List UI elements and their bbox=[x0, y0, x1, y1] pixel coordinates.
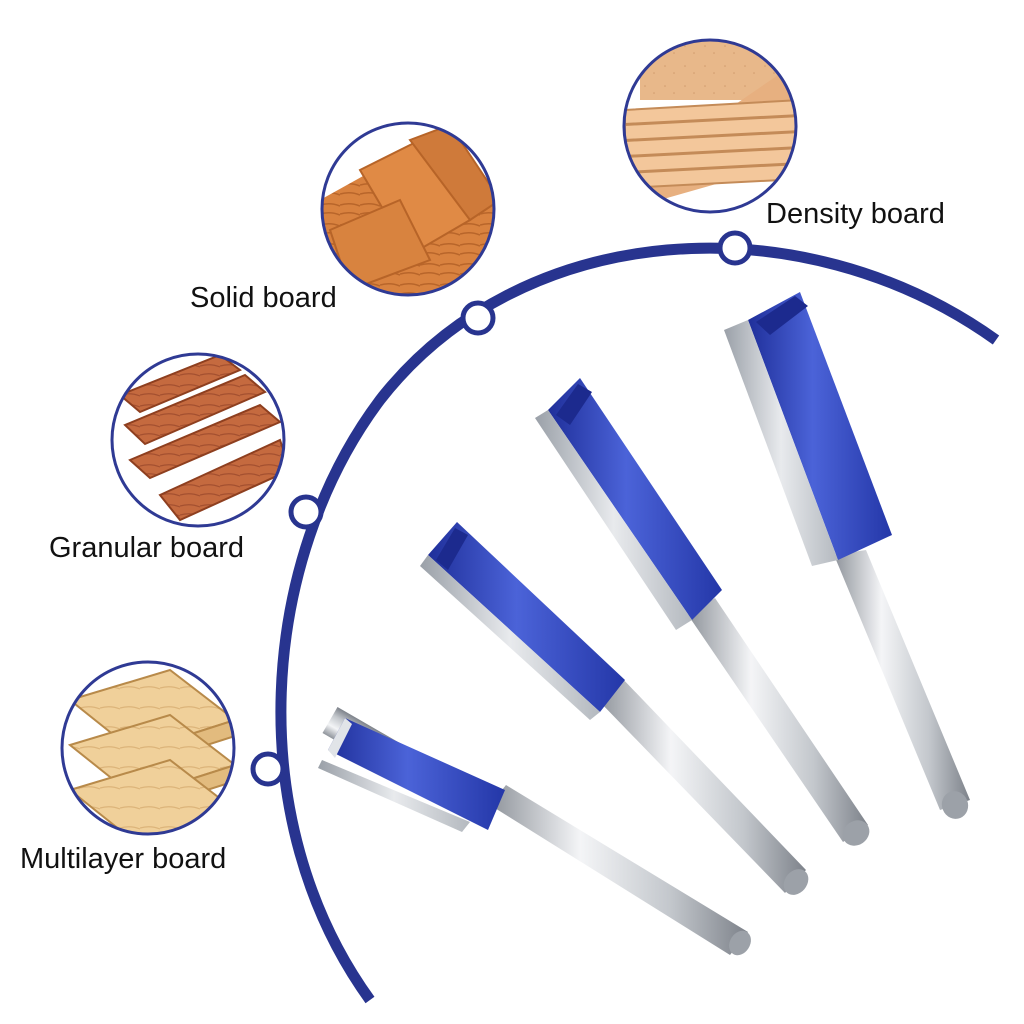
arc-node-solid bbox=[460, 300, 496, 336]
label-density-board: Density board bbox=[766, 198, 945, 230]
router-bit-head-4 bbox=[724, 292, 892, 566]
arc-node-granular bbox=[288, 494, 324, 530]
router-bit-shank-1 bbox=[490, 785, 751, 956]
label-granular-board: Granular board bbox=[49, 532, 245, 564]
router-bit-shank-4 bbox=[834, 550, 970, 819]
arc-node-density bbox=[717, 230, 753, 266]
label-solid-board: Solid board bbox=[190, 282, 337, 314]
label-multilayer-board: Multilayer board bbox=[20, 843, 227, 875]
router-bit-shank-2 bbox=[598, 676, 809, 895]
router-bit-head-3 bbox=[535, 378, 722, 630]
plywood-icon bbox=[60, 660, 236, 836]
arc-node-multilayer bbox=[250, 751, 286, 787]
router-bit-shank-3 bbox=[688, 598, 870, 846]
wood-planks-icon bbox=[110, 352, 286, 528]
router-bit-head-1 bbox=[318, 718, 505, 832]
mdf-panels-icon bbox=[622, 38, 798, 214]
router-bit-head-2 bbox=[420, 522, 625, 720]
arc-decoration bbox=[275, 242, 1000, 1004]
solid-wood-icon bbox=[320, 121, 496, 297]
